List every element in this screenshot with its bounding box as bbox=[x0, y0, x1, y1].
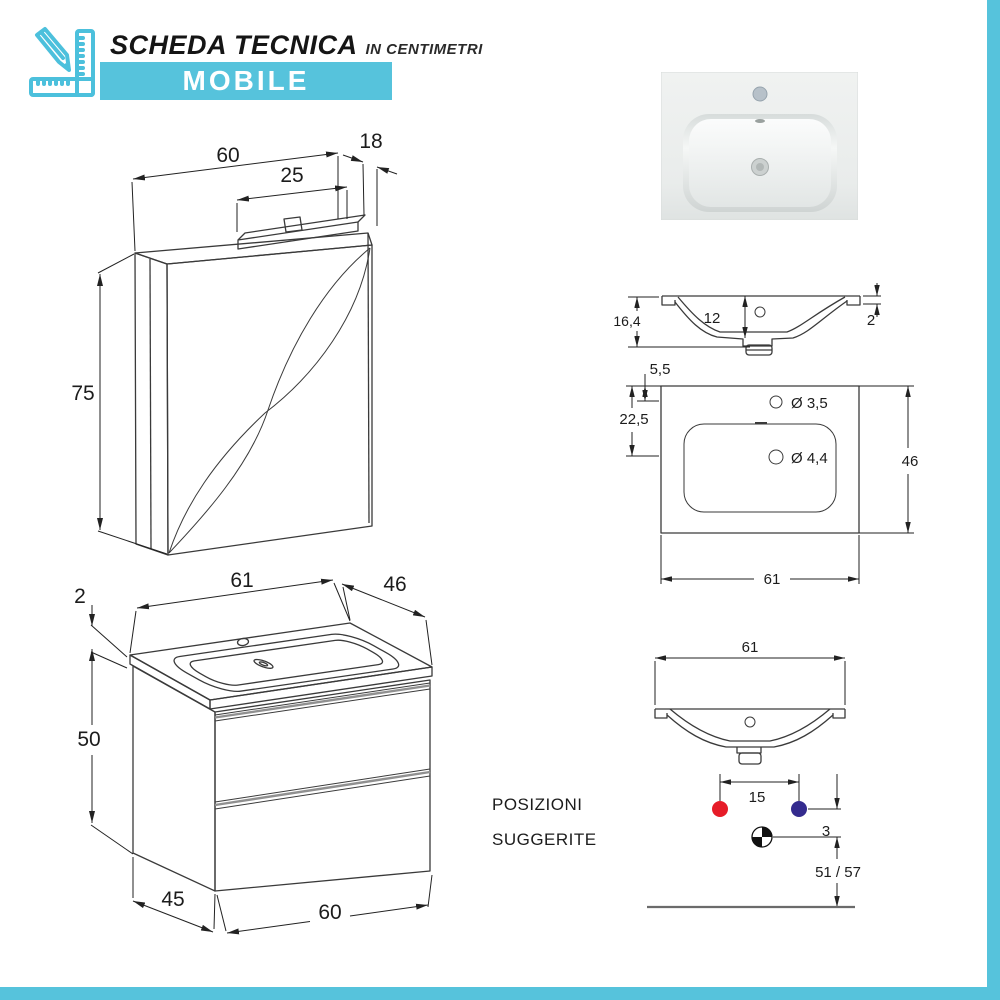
vanity-height-dim: 50 bbox=[77, 728, 100, 751]
plan-drain-offset-dim: 22,5 bbox=[619, 411, 648, 428]
mirror-light-width-dim: 25 bbox=[280, 164, 303, 187]
section-edge-dim: 2 bbox=[867, 312, 875, 329]
section-height-dim: 16,4 bbox=[613, 313, 640, 329]
vanity-dimensions bbox=[89, 578, 433, 935]
vanity-width-dim: 60 bbox=[318, 901, 341, 924]
ruler-pencil-icon bbox=[29, 27, 95, 97]
vanity-top-width-dim: 61 bbox=[230, 569, 253, 592]
bottom-accent-bar bbox=[0, 987, 1000, 1000]
vanity-top-depth-dim: 46 bbox=[383, 573, 406, 596]
overflow-hole-mark bbox=[754, 306, 766, 318]
suggested-positions-note-line1: POSIZIONI bbox=[492, 795, 583, 814]
front-width-dim: 61 bbox=[742, 639, 759, 656]
basin-plan-drawing: 5,5 22,5 Ø 3,5 Ø 4,4 46 61 bbox=[619, 361, 919, 588]
mirror-cabinet-drawing: 60 18 25 75 bbox=[71, 130, 398, 556]
basin-plan-outline bbox=[660, 385, 860, 534]
front-overflow-mark bbox=[744, 716, 756, 728]
washbasin-render bbox=[661, 72, 858, 220]
basin-front-dimensions bbox=[654, 655, 846, 907]
mirror-width-dim: 60 bbox=[216, 144, 239, 167]
sheet-subtitle-text: IN CENTIMETRI bbox=[365, 41, 483, 58]
plan-tap-hole bbox=[769, 395, 783, 409]
vanity-drawer-grooves bbox=[214, 682, 431, 810]
sheet-title-text: SCHEDA TECNICA bbox=[110, 30, 358, 60]
vanity-basin-top bbox=[129, 622, 433, 710]
mirror-depth-dim: 18 bbox=[359, 130, 382, 153]
category-banner-label: MOBILE bbox=[182, 65, 310, 96]
right-accent-bar bbox=[987, 0, 1000, 1000]
basin-section-profile bbox=[661, 295, 861, 356]
vanity-unit-drawing: 61 46 2 50 45 60 bbox=[74, 569, 433, 935]
mirror-cabinet-dimensions bbox=[97, 151, 398, 555]
mirror-door-wave-decor bbox=[168, 247, 371, 554]
basin-section-drawing: 16,4 12 2 bbox=[613, 283, 881, 356]
drain-hole-center bbox=[756, 163, 764, 171]
mirror-light-fixture bbox=[237, 214, 366, 250]
vanity-top-thickness-dim: 2 bbox=[74, 585, 86, 608]
plan-drain-hole-dim: Ø 4,4 bbox=[791, 450, 828, 467]
overflow-slot bbox=[755, 119, 765, 123]
basin-front-drawing: 61 15 3 51 / 57 bbox=[647, 639, 861, 909]
vanity-cabinet-body bbox=[132, 665, 431, 892]
drain-centroid-symbol bbox=[751, 826, 773, 848]
basin-front-profile bbox=[654, 708, 846, 765]
category-banner: MOBILE bbox=[100, 62, 392, 100]
tap-hole bbox=[752, 86, 768, 102]
mirror-cabinet-body bbox=[134, 232, 373, 556]
section-bowl-depth-dim: 12 bbox=[704, 310, 721, 327]
sheet-title: SCHEDA TECNICA IN CENTIMETRI bbox=[110, 30, 483, 61]
hot-tap-position-dot bbox=[712, 801, 728, 817]
plan-width-dim: 61 bbox=[764, 571, 781, 588]
plan-depth-dim: 46 bbox=[902, 453, 919, 470]
front-drain-height-dim: 51 / 57 bbox=[815, 864, 861, 881]
plan-tap-hole-dim: Ø 3,5 bbox=[791, 395, 828, 412]
mirror-height-dim: 75 bbox=[71, 382, 94, 405]
suggested-positions-note-line2: SUGGERITE bbox=[492, 830, 597, 849]
basin-plan-dimensions bbox=[626, 374, 914, 584]
front-drop-dim: 3 bbox=[822, 823, 830, 840]
vanity-depth-dim: 45 bbox=[161, 888, 184, 911]
plan-drain-hole bbox=[768, 449, 784, 465]
plan-tap-offset-dim: 5,5 bbox=[650, 361, 671, 378]
basin-section-dimensions bbox=[628, 283, 881, 348]
front-tap-spacing-dim: 15 bbox=[749, 789, 766, 806]
cold-tap-position-dot bbox=[791, 801, 807, 817]
